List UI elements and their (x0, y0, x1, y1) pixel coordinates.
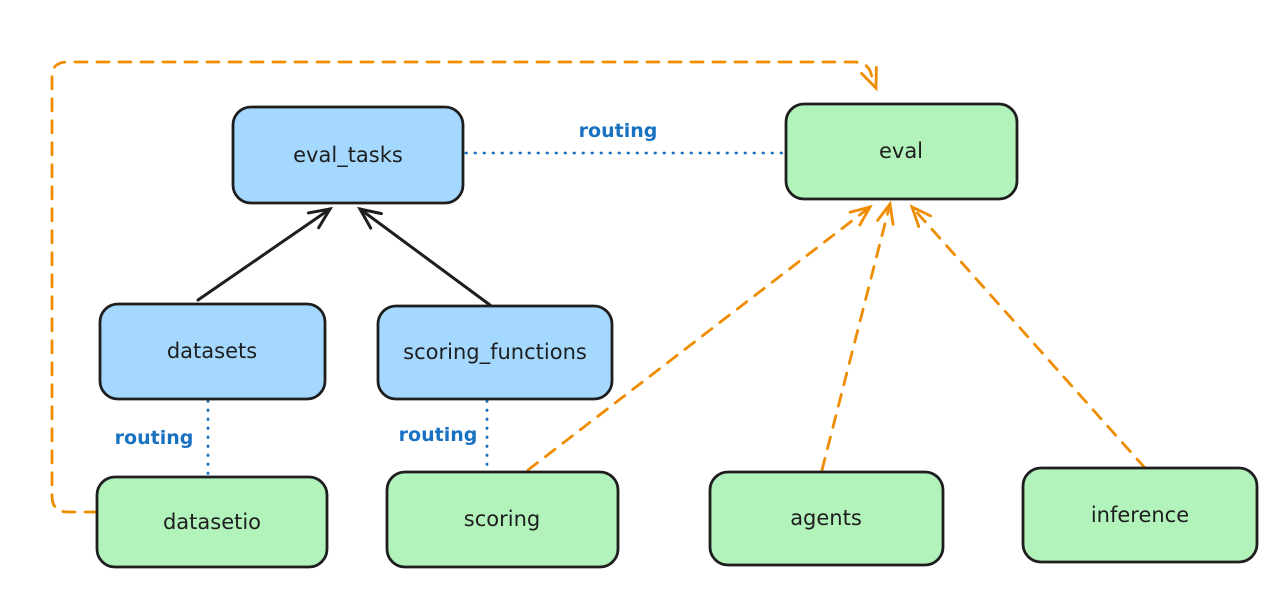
edge-label-routing-scoring: routing (399, 424, 478, 446)
node-eval-label: eval (879, 139, 923, 163)
node-eval-tasks-label: eval_tasks (293, 143, 403, 168)
edge-datasetio-to-eval-loop (50, 60, 878, 514)
node-scoring: scoring (385, 470, 620, 569)
edge-label-routing-top: routing (579, 120, 658, 142)
node-agents-box (708, 470, 945, 567)
edge-scoring-to-eval (526, 204, 873, 472)
node-scoring-box (385, 470, 620, 569)
node-datasetio: datasetio (95, 475, 329, 569)
node-datasets-label: datasets (167, 339, 257, 363)
node-datasetio-label: datasetio (163, 510, 261, 534)
edge-label-routing-datasets: routing (115, 427, 194, 449)
node-datasetio-box (95, 475, 329, 569)
node-eval-tasks: eval_tasks (231, 105, 465, 205)
node-inference-box (1021, 466, 1259, 564)
node-scoring-functions: scoring_functions (376, 304, 614, 401)
node-scoring-functions-box (376, 304, 614, 401)
node-agents: agents (708, 470, 945, 567)
node-datasets: datasets (98, 302, 327, 401)
node-eval: eval (784, 102, 1019, 201)
node-agents-label: agents (790, 506, 862, 530)
node-scoring-label: scoring (464, 507, 540, 531)
node-inference-label: inference (1091, 503, 1189, 527)
edge-inference-to-eval (909, 204, 1147, 470)
edge-scoring-functions-to-eval-tasks (357, 206, 492, 307)
node-datasets-box (98, 302, 327, 401)
node-eval-tasks-box (231, 105, 465, 205)
node-eval-box (784, 102, 1019, 201)
edge-datasets-to-eval-tasks (196, 206, 334, 302)
node-inference: inference (1021, 466, 1259, 564)
edge-agents-to-eval (820, 200, 895, 472)
node-scoring-functions-label: scoring_functions (403, 340, 587, 365)
